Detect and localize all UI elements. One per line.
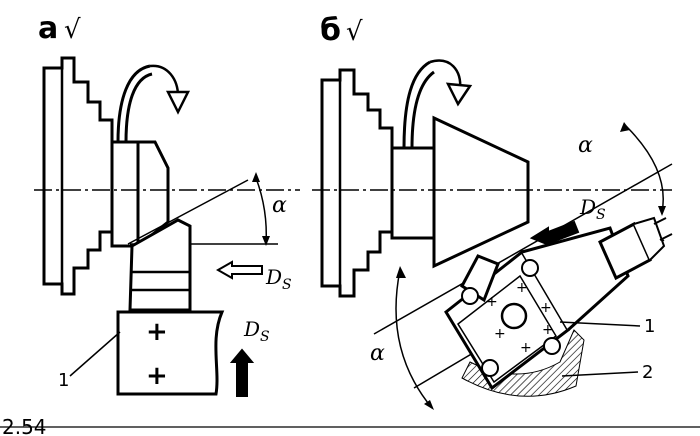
ds-label-a-top: DS <box>265 265 292 293</box>
rotation-arrow-b <box>402 59 473 149</box>
part-1-label-b: 1 <box>644 316 655 337</box>
svg-text:+: + <box>540 300 552 316</box>
workpiece-b <box>390 146 436 240</box>
svg-text:+: + <box>516 280 528 296</box>
ds-label-b: DS <box>579 195 606 223</box>
svg-text:+: + <box>146 361 168 391</box>
panel-b-check-mark: √ <box>346 17 363 47</box>
panel-a: а √ α + + 1 <box>34 11 300 397</box>
workpiece-cone-b <box>432 115 530 269</box>
panel-b-label: б <box>320 13 341 48</box>
angle-reference-line-b <box>373 163 673 335</box>
workpiece-taper-a <box>136 140 170 250</box>
part-1-label-a: 1 <box>58 370 69 391</box>
feed-arrow-solid-a <box>229 348 255 397</box>
svg-text:+: + <box>486 294 498 310</box>
workpiece-a <box>110 140 140 248</box>
part-2-label-b: 2 <box>642 362 653 383</box>
rotation-arrow-a <box>116 64 191 143</box>
angle-arc-a <box>255 177 268 245</box>
figure-caption: 2.54 <box>2 415 47 436</box>
tilted-tool-assembly: + + + + + + <box>444 216 673 397</box>
alpha-label-b-bottom: α <box>370 341 385 366</box>
svg-text:+: + <box>542 322 554 338</box>
svg-text:+: + <box>146 317 168 347</box>
angle-reference-line-a <box>127 179 249 245</box>
svg-text:+: + <box>494 326 506 342</box>
cutter-a <box>128 218 192 312</box>
angle-arc-b-bottom <box>395 269 433 409</box>
lathe-chuck-a <box>42 56 114 296</box>
svg-text:+: + <box>520 340 532 356</box>
panel-a-label: а <box>38 11 58 46</box>
lathe-chuck-b <box>320 68 394 298</box>
center-bore <box>500 302 528 330</box>
ds-label-a-bottom: DS <box>243 317 270 345</box>
angle-arc-b-top <box>625 125 664 213</box>
tool-holder-a <box>116 310 225 396</box>
feed-arrow-hollow-a <box>215 260 263 280</box>
panel-b: б √ α α DS <box>312 13 673 410</box>
panel-a-check-mark: √ <box>64 15 81 45</box>
alpha-label-a: α <box>272 193 287 218</box>
alpha-label-b-top: α <box>578 133 593 158</box>
